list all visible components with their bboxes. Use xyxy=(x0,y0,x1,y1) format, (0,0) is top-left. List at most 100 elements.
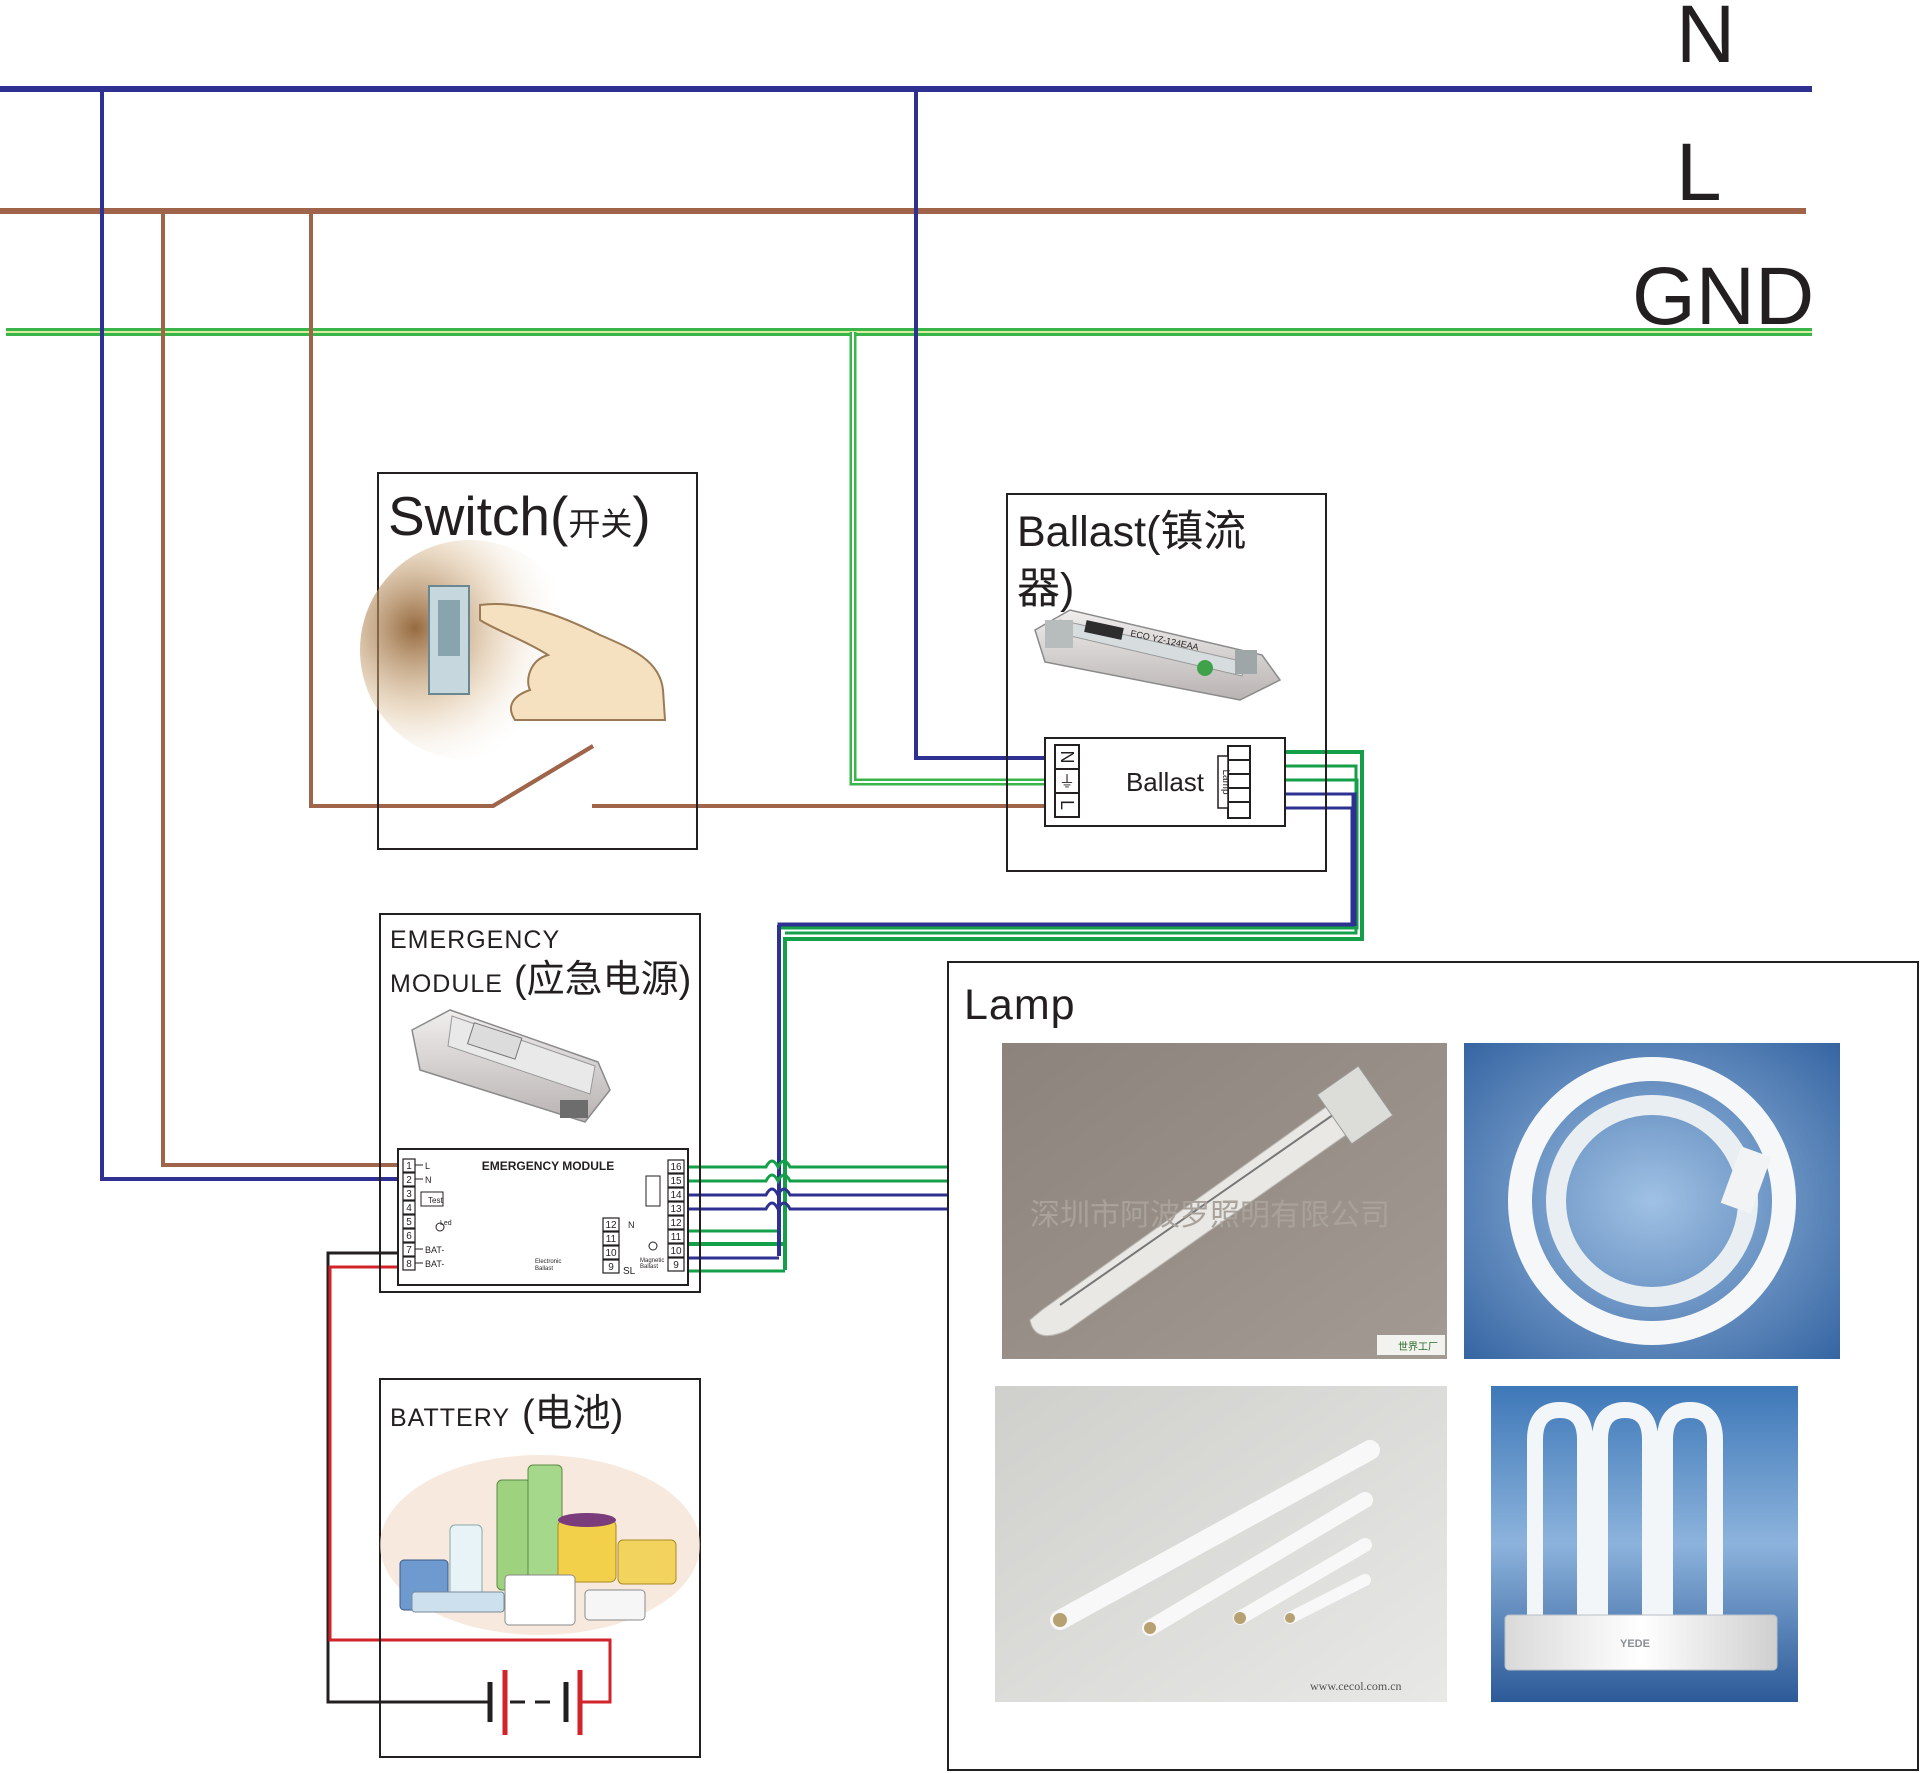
wire-battery-positive xyxy=(328,1265,612,1704)
svg-text:10: 10 xyxy=(670,1246,682,1257)
wire-emergency-lamp-outputs xyxy=(682,1159,948,1213)
switch-photo xyxy=(360,540,667,760)
lamp-title: Lamp xyxy=(964,981,1076,1029)
emergency-mid-pin: 10 xyxy=(602,1245,620,1260)
electronic-ballast-label-2: Ballast xyxy=(535,1266,553,1272)
lamp-tube-label: YEDE xyxy=(1620,1638,1650,1650)
svg-text:BAT-: BAT- xyxy=(425,1259,444,1269)
svg-text:14: 14 xyxy=(670,1190,682,1201)
svg-text:12: 12 xyxy=(605,1220,617,1231)
battery-title-cn: (电池) xyxy=(522,1393,623,1435)
emergency-right-pin: 14 xyxy=(667,1187,685,1202)
emergency-right-pin: 9 xyxy=(667,1257,685,1272)
ballast-lamp-tag: Lamp xyxy=(1220,769,1231,794)
test-button-icon xyxy=(420,1191,444,1207)
lamp-photo-u-type: YEDE xyxy=(1491,1386,1798,1702)
bus-label-n: N xyxy=(1676,0,1735,80)
svg-text:9: 9 xyxy=(673,1260,679,1271)
svg-text:4: 4 xyxy=(406,1203,412,1214)
svg-text:11: 11 xyxy=(606,1234,617,1245)
wire-ballast-lamp-outputs xyxy=(682,750,1364,1273)
emergency-module-box: EMERGENCY MODULE (应急电源) EMERGENCY MODULE… xyxy=(379,913,701,1293)
led-label: Led xyxy=(440,1220,452,1227)
svg-text:11: 11 xyxy=(671,1232,682,1243)
lamp-watermark: 深圳市阿波罗照明有限公司 xyxy=(1030,1199,1390,1232)
emergency-right-pin: 15 xyxy=(667,1173,685,1188)
svg-text:10: 10 xyxy=(605,1248,617,1259)
emergency-right-pin: 13 xyxy=(667,1201,685,1216)
lamp-credit: www.cecol.com.cn xyxy=(1310,1679,1402,1693)
wire-live-emergency xyxy=(161,211,408,1167)
svg-text:2: 2 xyxy=(406,1175,412,1186)
switch-contact-icon xyxy=(491,744,595,808)
svg-text:16: 16 xyxy=(670,1162,682,1173)
bus-label-gnd: GND xyxy=(1632,251,1814,342)
bus-label-l: L xyxy=(1676,127,1722,218)
n-label: N xyxy=(628,1220,635,1230)
svg-text:12: 12 xyxy=(670,1218,682,1229)
ballast-title-line1: Ballast(镇流 xyxy=(1017,508,1246,556)
ballast-unit-label: Ballast xyxy=(1126,767,1205,797)
test-label: Test xyxy=(428,1196,443,1205)
ground-icon: ⏚ xyxy=(1059,773,1075,791)
battery-title: BATTERY xyxy=(390,1404,510,1432)
emergency-left-pin: 4 xyxy=(402,1200,416,1215)
emergency-left-pin: 5 xyxy=(402,1214,416,1229)
lamp-box: Lamp 深圳市阿波罗照明有限公司 世界工厂 xyxy=(947,961,1919,1771)
emergency-module-photo xyxy=(411,1009,611,1123)
emergency-right-pin: 11 xyxy=(667,1229,685,1244)
ballast-input-terminal xyxy=(1054,744,1080,818)
svg-text:7: 7 xyxy=(406,1245,412,1256)
emergency-left-pin: 3 xyxy=(402,1186,416,1201)
magnetic-ballast-label-1: Magnetic xyxy=(640,1258,664,1264)
lamp-photo-circular xyxy=(1464,1043,1840,1359)
sl-label: SL xyxy=(623,1266,636,1277)
emergency-title-cn: (应急电源) xyxy=(514,959,691,1001)
svg-text:3: 3 xyxy=(406,1189,412,1200)
svg-text:13: 13 xyxy=(670,1204,682,1215)
ballast-lamp-tag-box xyxy=(1217,755,1229,809)
emergency-mid-pin: 12 xyxy=(602,1217,620,1232)
lamp-logo-text: 世界工厂 xyxy=(1398,1341,1438,1353)
svg-text:15: 15 xyxy=(670,1176,682,1187)
switch-box: Switch(开关) xyxy=(360,472,698,850)
emergency-mid-pin: 11 xyxy=(602,1231,620,1246)
svg-text:N: N xyxy=(425,1175,432,1185)
led-icon xyxy=(435,1222,445,1232)
emergency-right-pin: 12 xyxy=(667,1215,685,1230)
lamp-socket-icon xyxy=(645,1175,661,1207)
battery-photo xyxy=(380,1455,700,1635)
svg-text:5: 5 xyxy=(406,1217,412,1228)
emergency-left-pin: 6 xyxy=(402,1228,416,1243)
battery-symbol-icon xyxy=(478,1670,596,1735)
ballast-title-line2: 器) xyxy=(1017,565,1074,613)
wire-neutral-ballast xyxy=(914,89,1053,760)
emergency-right-terminal: 16 15 14 13 12 11 10 9 xyxy=(667,1159,685,1272)
ground-small-icon xyxy=(648,1241,658,1251)
emergency-left-pin: 7 BAT- xyxy=(402,1242,444,1257)
emergency-panel-title: EMERGENCY MODULE xyxy=(482,1159,614,1173)
magnetic-ballast-label-2: Ballast xyxy=(640,1264,658,1270)
wire-neutral-emergency xyxy=(100,89,408,1181)
svg-text:BAT-: BAT- xyxy=(425,1245,444,1255)
lamp-photo-tubes: www.cecol.com.cn xyxy=(995,1386,1447,1702)
lamp-photo-pl: 深圳市阿波罗照明有限公司 世界工厂 xyxy=(1002,1043,1447,1359)
ballast-photo: ECO YZ-124EAA xyxy=(1034,609,1282,701)
svg-text:8: 8 xyxy=(406,1259,412,1270)
wire-battery-negative xyxy=(326,1251,478,1704)
emergency-mid-pin: 9 xyxy=(602,1259,620,1274)
switch-title: Switch(开关) xyxy=(388,485,651,547)
svg-text:6: 6 xyxy=(406,1231,412,1242)
svg-text:L: L xyxy=(425,1161,430,1171)
emergency-panel xyxy=(397,1148,689,1286)
emergency-left-pin: 8 BAT- xyxy=(402,1256,444,1271)
wire-ground-ballast xyxy=(849,332,1053,786)
ballast-terminal-n: N xyxy=(1057,751,1077,764)
emergency-title-line1: EMERGENCY xyxy=(390,926,560,954)
emergency-title-line2: MODULE xyxy=(390,970,503,998)
emergency-right-pin: 16 xyxy=(667,1159,685,1174)
svg-text:1: 1 xyxy=(406,1161,412,1172)
